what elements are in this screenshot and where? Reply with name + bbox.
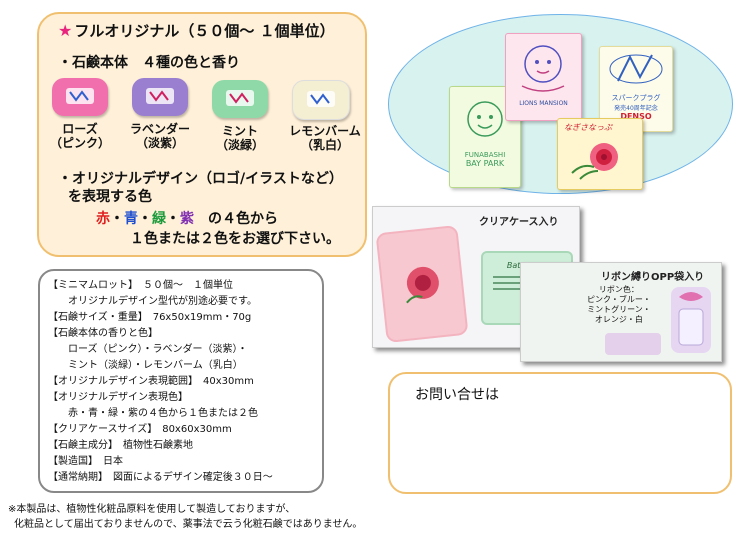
soap-lavender-image: [132, 78, 188, 116]
specs-box: [38, 269, 324, 493]
section-title-text: フルオリジナル（５０個～ １個単位）: [74, 22, 335, 40]
sample-card-denso: スパークプラグ 発売40周年記念 DENSO: [599, 46, 673, 132]
soap-heading: ・石鹸本体 ４種の色と香り: [58, 55, 240, 71]
small-bags-image: [605, 333, 661, 355]
clear-case-label: クリアケース入り: [479, 217, 559, 228]
ribbon-bag-photo: リボン縛りOPP袋入り リボン色： ピンク・ブルー・ ミントグリーン・ オレンジ…: [520, 262, 722, 362]
footnote-line-2: 化粧品として届出ておりませんので、薬事法で云う化粧石鹸ではありません。: [14, 519, 363, 530]
ribbon-bag-image: [671, 287, 711, 353]
soap-label-lavender: ラベンダー（淡紫）: [129, 122, 190, 150]
soap-label-lemon: レモンバーム（乳白）: [289, 124, 361, 152]
design-colors-line: 赤・青・緑・紫 の４色から: [96, 211, 278, 227]
soap-label-rose: ローズ（ピンク）: [49, 122, 110, 150]
soap-rose-image: [52, 78, 108, 116]
color-green-label: 緑: [152, 211, 166, 227]
ribbon-colors-text: リボン色： ピンク・ブルー・ ミントグリーン・ オレンジ・白: [587, 285, 651, 324]
spec-row: 【石鹸サイズ・重量】 76x50x19mm・70g: [48, 312, 252, 323]
design-line-2: を表現する色: [68, 189, 152, 205]
spec-row: 【石鹸主成分】 植物性石鹸素地: [48, 440, 193, 451]
spec-row: 【製造国】 日本: [48, 456, 123, 467]
spec-row: 【オリジナルデザイン表現範囲】 40x30mm: [48, 376, 254, 387]
sample-card-nagisa: なぎさなっぷ: [557, 118, 643, 190]
spec-row: オリジナルデザイン型代が別途必要です。: [48, 296, 257, 307]
soap-label-mint: ミント（淡緑）: [215, 124, 264, 152]
features-panel: [37, 12, 367, 257]
spec-row: 【クリアケースサイズ】 80x60x30mm: [48, 424, 232, 435]
color-red-label: 赤: [96, 211, 110, 227]
spec-row: 【石鹸本体の香りと色】: [48, 328, 158, 339]
pink-soap-in-case: [375, 225, 469, 343]
section-title: ★フルオリジナル（５０個～ １個単位）: [58, 20, 335, 41]
contact-box: [388, 372, 732, 494]
spec-row: ミント（淡緑）・レモンバーム（乳白）: [48, 360, 243, 371]
design-line-1: ・オリジナルデザイン（ロゴ/イラストなど）: [58, 171, 343, 187]
spec-row: 【通常納期】 図面によるデザイン確定後３０日～: [48, 472, 273, 483]
soap-mint-image: [212, 80, 268, 118]
spec-row: ローズ（ピンク）・ラベンダー（淡紫）・: [48, 344, 248, 355]
design-line-4: １色または２色をお選び下さい。: [130, 231, 340, 247]
spec-row: 赤・青・緑・紫の４色から１色または２色: [48, 408, 258, 419]
star-icon: ★: [58, 21, 73, 40]
color-blue-label: 青: [124, 211, 138, 227]
spec-row: 【オリジナルデザイン表現色】: [48, 392, 188, 403]
color-purple-label: 紫: [180, 211, 194, 227]
ribbon-bag-label: リボン縛りOPP袋入り: [601, 272, 705, 283]
sample-card-lions: LIONS MANSION: [505, 33, 582, 121]
spec-row: 【ミニマムロット】 ５０個～ １個単位: [48, 280, 233, 291]
footnote-line-1: ※本製品は、植物性化粧品原料を使用して製造しておりますが、: [8, 504, 296, 515]
specs-list: 【ミニマムロット】 ５０個～ １個単位 オリジナルデザイン型代が別途必要です。 …: [48, 278, 273, 486]
contact-title: お問い合せは: [415, 387, 499, 403]
soap-lemon-image: [292, 80, 350, 120]
